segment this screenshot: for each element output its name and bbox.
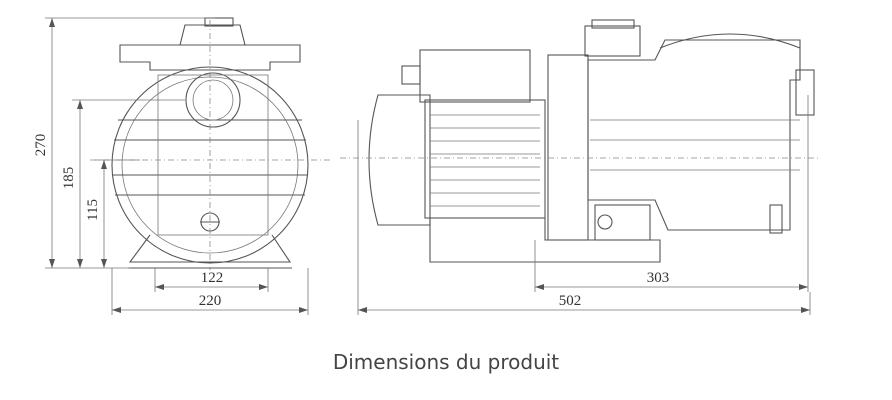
dim-height-inlet: 115 [85, 199, 101, 221]
dim-front-width: 220 [199, 293, 222, 309]
dim-height-outlet: 185 [61, 167, 77, 190]
dim-total-length: 502 [559, 293, 582, 309]
dim-height-total: 270 [33, 134, 49, 157]
front-view [90, 17, 330, 270]
dim-base-width: 122 [201, 270, 224, 286]
dim-inlet-offset: 303 [647, 270, 670, 286]
figure-caption: Dimensions du produit [332, 350, 560, 374]
side-view [340, 19, 820, 263]
pump-dimension-drawing: 270 185 115 122 220 303 502 [33, 17, 820, 315]
dimension-lines [45, 17, 811, 315]
